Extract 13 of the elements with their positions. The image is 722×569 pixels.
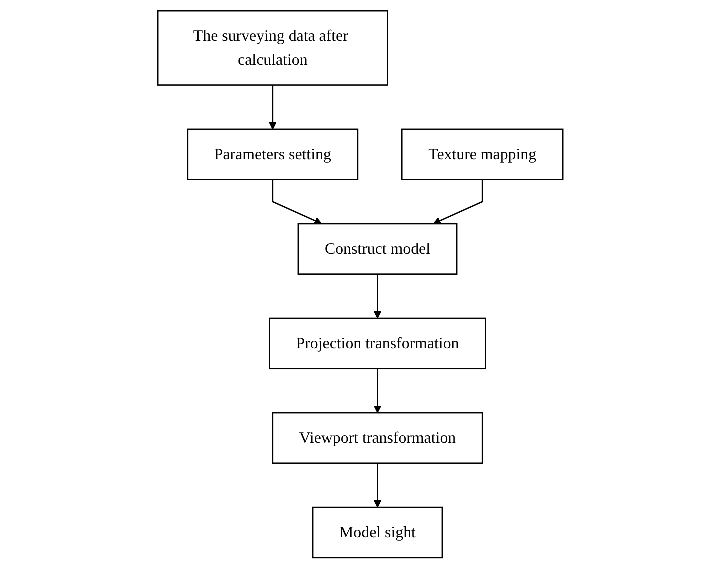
node-box: Viewport transformation <box>272 412 484 464</box>
arrow <box>374 463 382 508</box>
arrow <box>434 180 484 225</box>
arrow <box>374 274 382 319</box>
arrow <box>269 85 278 130</box>
node-box: Projection transformation <box>270 318 487 370</box>
node-box: The surveying data after calculation <box>158 10 389 86</box>
node-box: Construct model <box>298 223 458 275</box>
node-box: Model sight <box>312 506 444 559</box>
arrow <box>272 180 323 225</box>
node-box: Parameters setting <box>188 128 360 180</box>
arrow <box>374 368 382 414</box>
node-box: Texture mapping <box>402 128 564 180</box>
